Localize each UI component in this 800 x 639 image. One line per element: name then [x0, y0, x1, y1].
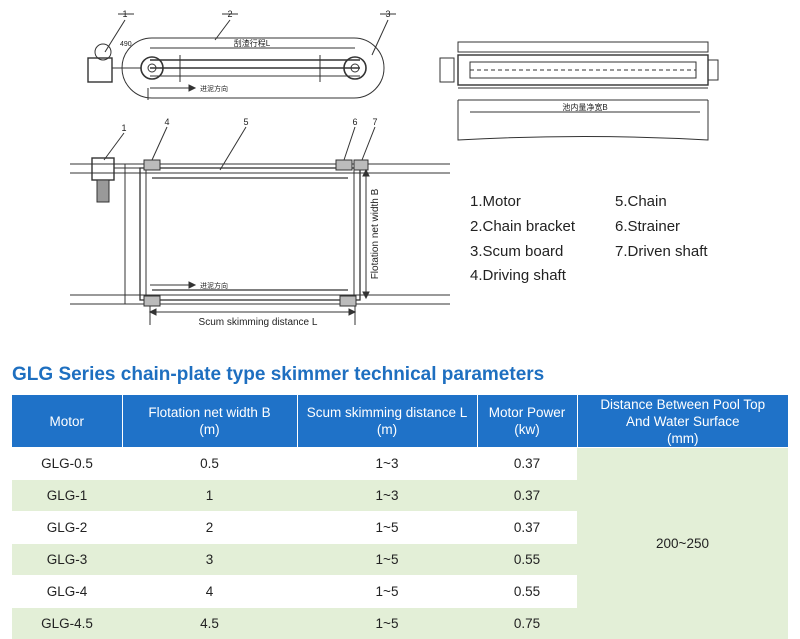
- legend-item-scum-board: 3.Scum board: [470, 243, 563, 260]
- scum-distance-label: Scum skimming distance L: [199, 317, 318, 328]
- cell-model: GLG-4: [12, 576, 122, 608]
- header-pool-distance: Distance Between Pool Top And Water Surf…: [577, 395, 788, 448]
- direction-label-top: 进泥方向: [200, 84, 228, 93]
- callout-3: 3: [385, 9, 390, 19]
- plan-view-drawing: 1 4 5 6 7 进泥方向 Flotation net width B Scu…: [70, 117, 450, 328]
- legend-item-chain: 5.Chain: [615, 193, 667, 210]
- header-flotation-width: Flotation net width B (m): [122, 395, 297, 448]
- header-scum-distance: Scum skimming distance L (m): [297, 395, 477, 448]
- legend-item-driving-shaft: 4.Driving shaft: [470, 267, 566, 284]
- header-motor-line-1: Motor: [49, 414, 84, 429]
- header-distance-line-1: Distance Between Pool Top: [600, 397, 765, 412]
- cell-power: 0.37: [477, 512, 577, 544]
- flotation-width-label: Flotation net width B: [370, 188, 381, 279]
- cell-model: GLG-2: [12, 512, 122, 544]
- header-distance-line-2: And Water Surface: [626, 414, 740, 429]
- table-title: GLG Series chain-plate type skimmer tech…: [12, 364, 544, 386]
- parameters-table: Motor Flotation net width B (m) Scum ski…: [12, 395, 788, 639]
- cell-power: 0.55: [477, 544, 577, 576]
- cell-distance: 1~5: [297, 544, 477, 576]
- callout-6: 6: [352, 117, 357, 127]
- header-flotation-line-1: Flotation net width B: [148, 405, 270, 420]
- cell-distance: 1~3: [297, 480, 477, 512]
- header-scum-line-1: Scum skimming distance L: [307, 405, 468, 420]
- cell-pool-distance-merged: 200~250: [577, 448, 788, 639]
- header-motor-power: Motor Power (kw): [477, 395, 577, 448]
- cell-width: 1: [122, 480, 297, 512]
- cell-distance: 1~3: [297, 448, 477, 480]
- callout-5: 5: [243, 117, 248, 127]
- dimension-490: 490: [120, 41, 132, 48]
- cell-distance: 1~5: [297, 576, 477, 608]
- cell-distance: 1~5: [297, 512, 477, 544]
- legend-item-driven-shaft: 7.Driven shaft: [615, 243, 708, 260]
- cell-distance: 1~5: [297, 608, 477, 639]
- callout-1-plan: 1: [121, 123, 126, 133]
- cell-model: GLG-3: [12, 544, 122, 576]
- front-elevation-drawing: 池内量净宽B: [440, 42, 718, 140]
- cell-width: 4.5: [122, 608, 297, 639]
- cell-power: 0.37: [477, 448, 577, 480]
- callout-1-top: 1: [122, 9, 127, 19]
- callout-7: 7: [372, 117, 377, 127]
- cell-power: 0.75: [477, 608, 577, 639]
- header-distance-line-3: (mm): [667, 431, 698, 446]
- header-scum-line-2: (m): [377, 422, 397, 437]
- header-power-line-1: Motor Power: [489, 405, 566, 420]
- cell-width: 3: [122, 544, 297, 576]
- cell-model: GLG-1: [12, 480, 122, 512]
- cell-power: 0.55: [477, 576, 577, 608]
- header-motor: Motor: [12, 395, 122, 448]
- pool-width-label: 池内量净宽B: [562, 102, 607, 112]
- cell-model: GLG-4.5: [12, 608, 122, 639]
- callout-4: 4: [164, 117, 169, 127]
- callout-2: 2: [227, 9, 232, 19]
- header-flotation-line-2: (m): [199, 422, 219, 437]
- side-elevation-drawing: 1 2 3 490 刮渣行程L 进泥方向: [88, 9, 396, 100]
- top-span-label: 刮渣行程L: [234, 38, 271, 48]
- cell-model: GLG-0.5: [12, 448, 122, 480]
- table-header-row: Motor Flotation net width B (m) Scum ski…: [12, 395, 788, 448]
- legend-item-strainer: 6.Strainer: [615, 218, 680, 235]
- header-power-line-2: (kw): [514, 422, 540, 437]
- legend-item-chain-bracket: 2.Chain bracket: [470, 218, 575, 235]
- legend-item-motor: 1.Motor: [470, 193, 521, 210]
- cell-power: 0.37: [477, 480, 577, 512]
- cell-width: 4: [122, 576, 297, 608]
- cell-width: 2: [122, 512, 297, 544]
- direction-label-plan: 进泥方向: [200, 281, 228, 290]
- technical-drawings: 1 2 3 490 刮渣行程L 进泥方向 池内量净宽B: [0, 0, 800, 360]
- cell-width: 0.5: [122, 448, 297, 480]
- table-row: GLG-0.5 0.5 1~3 0.37 200~250: [12, 448, 788, 480]
